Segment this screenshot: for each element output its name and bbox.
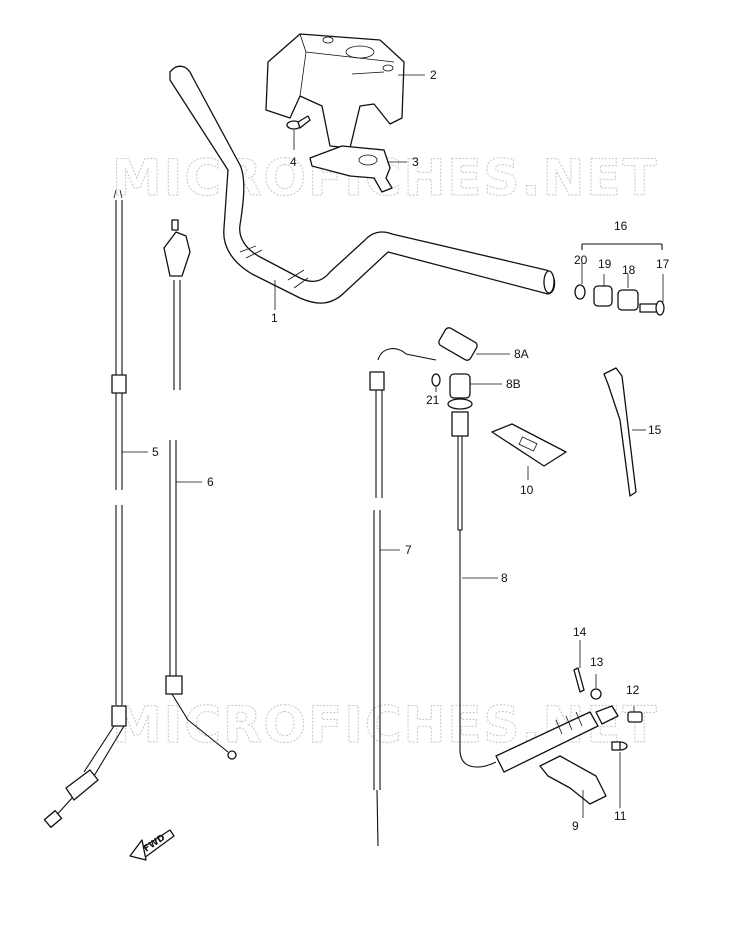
callout-2: 2 <box>430 68 437 82</box>
cable-7-part <box>369 348 437 847</box>
handlebar-part <box>169 65 556 304</box>
callout-9: 9 <box>572 819 579 833</box>
callout-8: 8 <box>501 571 508 585</box>
callout-11: 11 <box>614 809 627 823</box>
handlebar-clamp-part <box>309 145 393 193</box>
callout-12: 12 <box>626 683 640 697</box>
callout-21: 21 <box>426 393 440 407</box>
bracket-16-group <box>581 243 663 250</box>
callout-20: 20 <box>574 253 588 267</box>
washer-21-part <box>431 373 441 387</box>
callout-19: 19 <box>598 257 612 271</box>
fwd-arrow-icon: FWD <box>129 829 175 861</box>
callout-18: 18 <box>622 263 636 277</box>
cable-5-part <box>43 189 127 828</box>
cable-8-part <box>438 327 619 773</box>
callout-3: 3 <box>412 155 419 169</box>
callout-17: 17 <box>656 257 670 271</box>
callout-4: 4 <box>290 155 297 169</box>
callout-1: 1 <box>271 311 278 325</box>
callout-8b: 8B <box>506 377 521 391</box>
callout-14: 14 <box>573 625 587 639</box>
fwd-label: FWD <box>142 833 167 854</box>
callout-6: 6 <box>207 475 214 489</box>
handlebar-cover-part <box>265 33 405 149</box>
cable-6-part <box>163 219 237 760</box>
screw-4-part <box>286 115 311 130</box>
callout-13: 13 <box>590 655 604 669</box>
bolt-17-part <box>639 300 665 316</box>
pin-14-part <box>573 667 585 693</box>
callout-15: 15 <box>648 423 662 437</box>
bolt-12-part <box>627 711 643 723</box>
callout-5: 5 <box>152 445 159 459</box>
callout-8a: 8A <box>514 347 529 361</box>
callout-10: 10 <box>520 483 534 497</box>
collar-18-part <box>617 289 639 311</box>
washer-20-part <box>574 284 586 300</box>
collar-19-part <box>593 285 613 307</box>
bracket-9-part <box>539 755 607 805</box>
callout-7: 7 <box>405 543 412 557</box>
leader-lines <box>122 74 664 818</box>
cable-tie-15-part <box>603 367 637 497</box>
plate-10-part <box>491 423 567 467</box>
washer-13-part <box>590 688 602 700</box>
callout-16: 16 <box>614 219 628 233</box>
bolt-11-part <box>611 741 628 751</box>
